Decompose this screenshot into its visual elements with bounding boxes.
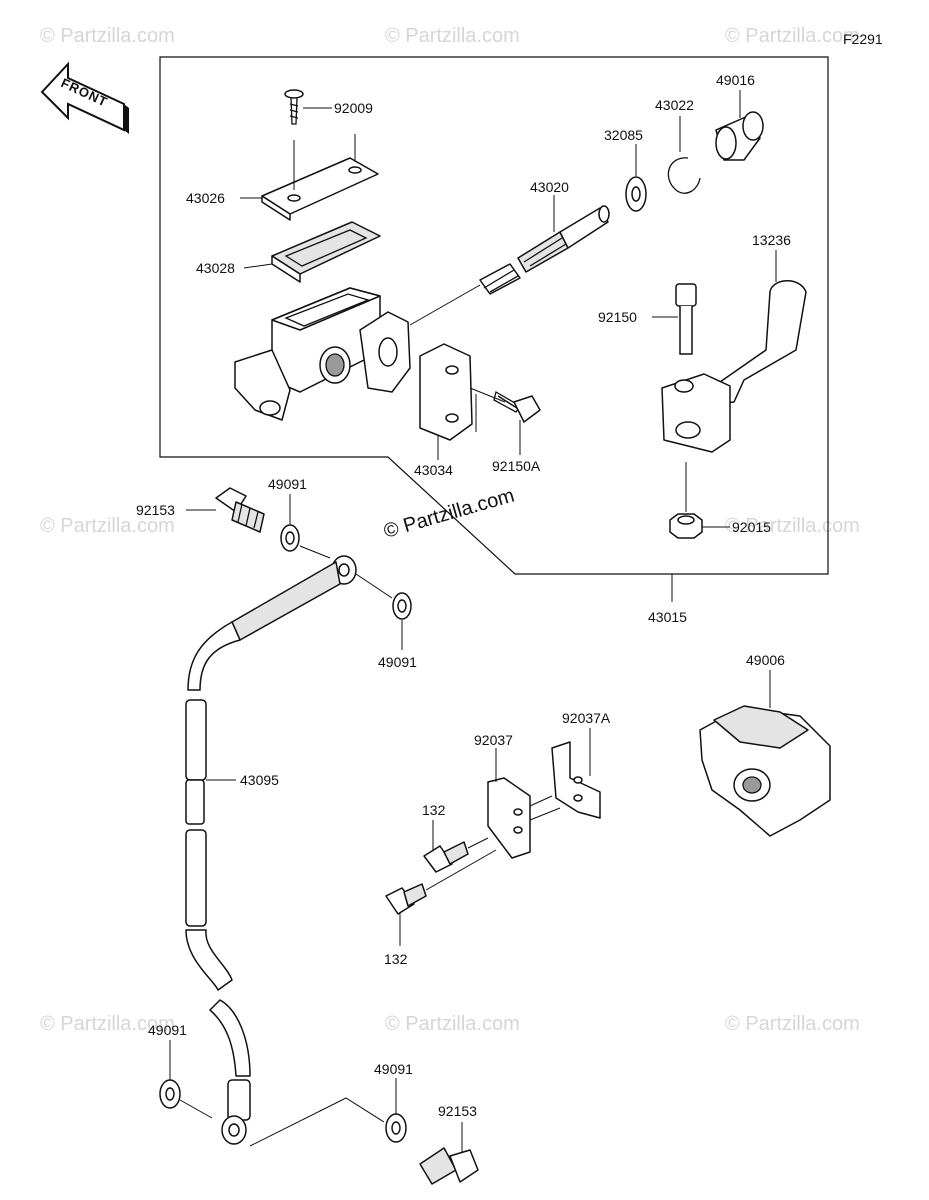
part-label: 49091 — [374, 1061, 413, 1077]
screw-92009 — [284, 89, 332, 125]
washer-49091-d — [249, 1078, 407, 1147]
part-label: 32085 — [604, 127, 643, 143]
watermark: © Partzilla.com — [385, 25, 520, 47]
nut-92015 — [669, 462, 730, 539]
reservoir-cap-43026 — [240, 134, 379, 221]
washer-49091-a — [280, 494, 300, 552]
part-label: 49006 — [746, 652, 785, 668]
part-label: 43034 — [414, 462, 453, 478]
part-label: 49016 — [716, 72, 755, 88]
bracket-92037 — [487, 748, 561, 859]
banjo-bolt-92153-top — [186, 487, 265, 533]
circlip-43022 — [667, 116, 701, 194]
part-label: 92015 — [732, 519, 771, 535]
diaphragm-43028 — [243, 221, 381, 283]
part-label: 92150A — [492, 458, 541, 474]
bolt-132-lower — [385, 849, 497, 946]
part-label: 92153 — [136, 502, 175, 518]
part-label: 132 — [384, 951, 408, 967]
master-cylinder-body — [234, 287, 411, 421]
part-label: 49091 — [268, 476, 307, 492]
part-labels: 92009 43026 43028 32085 43022 49016 4302… — [136, 72, 791, 1119]
part-label: 92037 — [474, 732, 513, 748]
assembly-frame — [159, 56, 829, 575]
watermark: © Partzilla.com — [40, 1013, 175, 1035]
holder-49006 — [699, 670, 831, 837]
piston-43020 — [409, 195, 610, 326]
washer-32085 — [625, 144, 647, 212]
part-label: 43095 — [240, 772, 279, 788]
pivot-bolt-92150 — [652, 283, 697, 355]
clamp-43034 — [419, 343, 506, 460]
watermark: © Partzilla.com — [725, 515, 860, 537]
watermarks: © Partzilla.com © Partzilla.com © Partzi… — [40, 25, 860, 1035]
part-label: 132 — [422, 802, 446, 818]
part-label: 43015 — [648, 609, 687, 625]
part-label: 43026 — [186, 190, 225, 206]
part-label: 92153 — [438, 1103, 477, 1119]
part-label: 92150 — [598, 309, 637, 325]
bracket-92037A — [551, 728, 601, 819]
part-label: 92037A — [562, 710, 611, 726]
part-label: 13236 — [752, 232, 791, 248]
watermark: © Partzilla.com — [725, 1013, 860, 1035]
lever-13236 — [661, 250, 807, 453]
banjo-bolt-92153-bottom — [419, 1122, 479, 1185]
bolt-92150A — [475, 391, 541, 455]
washer-49091-b — [299, 545, 412, 650]
part-label: 49091 — [378, 654, 417, 670]
part-label: 43022 — [655, 97, 694, 113]
part-label: 92009 — [334, 100, 373, 116]
bolt-132-upper — [423, 820, 489, 873]
watermark: © Partzilla.com — [725, 25, 860, 47]
front-arrow-icon: FRONT — [40, 61, 129, 134]
washer-49091-c — [159, 1040, 213, 1119]
figure-code: F2291 — [843, 31, 883, 47]
brake-hose-43095 — [185, 555, 357, 1145]
part-label: 43020 — [530, 179, 569, 195]
boot-49016 — [715, 90, 764, 161]
part-label: 49091 — [148, 1022, 187, 1038]
brand-text: © Partzilla.com — [381, 485, 517, 543]
part-label: 43028 — [196, 260, 235, 276]
watermark: © Partzilla.com — [385, 1013, 520, 1035]
watermark: © Partzilla.com — [40, 515, 175, 537]
watermark: © Partzilla.com — [40, 25, 175, 47]
